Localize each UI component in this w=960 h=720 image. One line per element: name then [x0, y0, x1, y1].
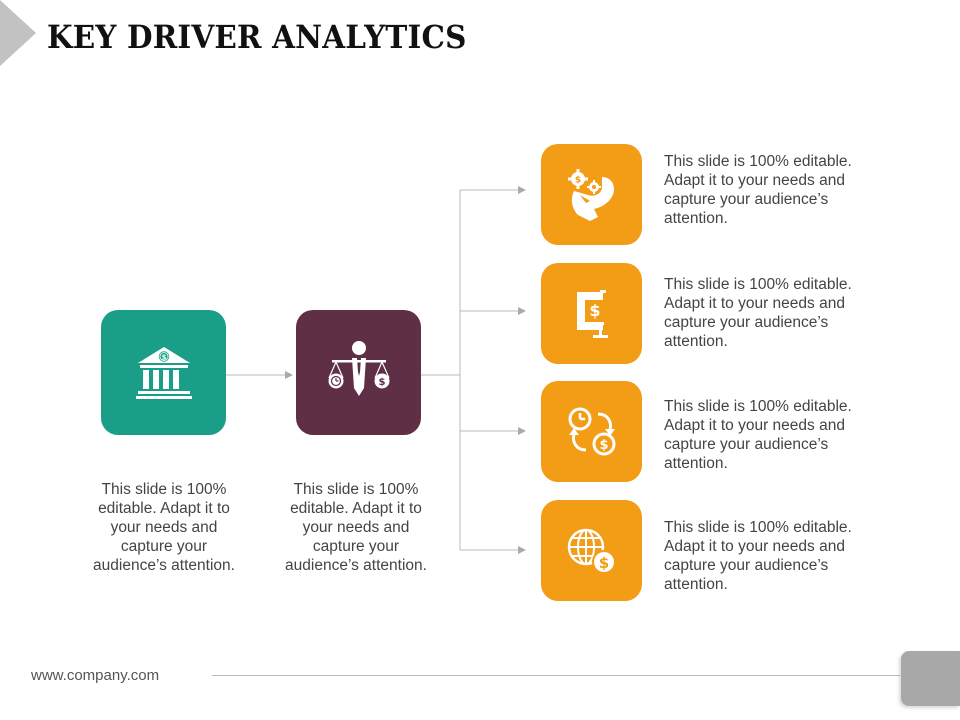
svg-text:$: $	[574, 175, 580, 185]
svg-text:$: $	[161, 353, 166, 361]
driver-caption-clamp-dollar: This slide is 100% editable. Adapt it to…	[664, 276, 852, 350]
driver-caption-time-money-exchange: This slide is 100% editable. Adapt it to…	[664, 398, 852, 472]
svg-text:$: $	[378, 377, 385, 388]
time-money-exchange-icon: $	[568, 407, 615, 455]
bank-icon: $	[135, 346, 192, 399]
driver-caption-globe-dollar: This slide is 100% editable. Adapt it to…	[664, 519, 852, 593]
driver-caption-bank: This slide is 100% editable. Adapt it to…	[93, 481, 235, 574]
clamp-dollar-icon: $	[576, 289, 608, 338]
driver-caption-businessman-scales: This slide is 100% editable. Adapt it to…	[285, 481, 427, 574]
globe-dollar-icon: $	[567, 528, 616, 574]
corner-triangle-decoration	[0, 0, 36, 66]
footer-url[interactable]: www.company.com	[31, 667, 160, 684]
driver-box-bank[interactable]: $	[101, 310, 226, 435]
footer-divider	[212, 675, 900, 676]
driver-box-businessman-scales[interactable]: $	[296, 310, 421, 435]
driver-caption-head-gears-money: This slide is 100% editable. Adapt it to…	[664, 153, 852, 227]
page-corner-decoration	[901, 651, 960, 706]
driver-box-head-gears-money[interactable]: $	[541, 144, 642, 245]
head-gears-money-icon: $	[567, 168, 614, 221]
driver-box-clamp-dollar[interactable]: $	[541, 263, 642, 364]
svg-text:$: $	[599, 438, 608, 453]
driver-box-globe-dollar[interactable]: $	[541, 500, 642, 601]
businessman-scales-icon: $	[327, 340, 390, 396]
svg-text:$: $	[589, 301, 600, 320]
page-title: KEY DRIVER ANALYTICS	[47, 18, 467, 56]
svg-text:$: $	[598, 554, 608, 572]
driver-box-time-money-exchange[interactable]: $	[541, 381, 642, 482]
